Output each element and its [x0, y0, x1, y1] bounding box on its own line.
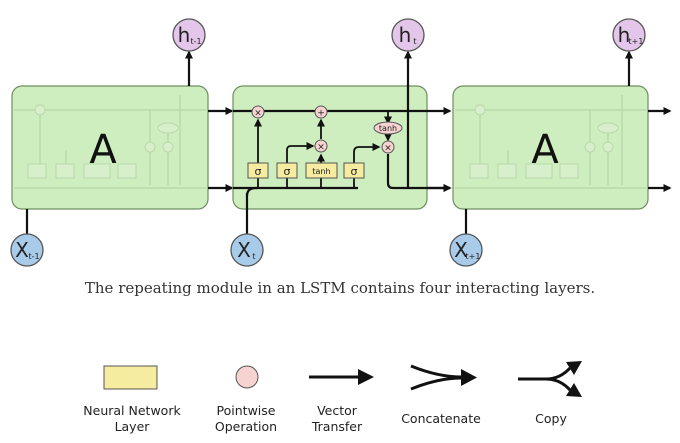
input-gate-arrow: [286, 142, 315, 163]
legend-concat-label: Concatenate: [401, 411, 481, 426]
legend-layer-swatch: [103, 365, 158, 390]
legend-vector-transfer: Vector Transfer: [309, 369, 374, 434]
legend-copy-arrowhead-lower: [566, 383, 582, 397]
tanh-op-label: tanh: [379, 124, 397, 133]
h-prev-main: h: [178, 23, 191, 47]
x-next: X t+1: [449, 233, 483, 267]
x-curr-main: X: [237, 238, 251, 262]
legend-vector-arrowhead: [358, 369, 374, 385]
legend-concat-arrowhead: [461, 369, 477, 386]
h-next-main: h: [618, 23, 631, 47]
output-mul-op: [381, 140, 395, 154]
legend-vector-label-line2: Transfer: [311, 419, 363, 434]
legend-neural-network-layer: Neural Network Layer: [83, 365, 181, 434]
left-cell-ghost-internals: [14, 95, 206, 189]
x-prev: X t-1: [10, 233, 44, 267]
output-mul-label: ×: [384, 144, 392, 154]
h-curr-sub: t: [413, 37, 416, 46]
cell-add-label: +: [317, 109, 325, 119]
legend-copy-upper: [518, 366, 572, 381]
sigma3-layer: [343, 162, 365, 179]
legend-concat-lower: [410, 376, 463, 391]
diagram-caption: The repeating module in an LSTM contains…: [85, 279, 595, 297]
tanh-op: [373, 121, 403, 135]
x-next-main: X: [454, 238, 468, 262]
forget-mul-label: ×: [254, 109, 262, 119]
x-prev-main: X: [15, 238, 29, 262]
h-curr: h t: [391, 18, 425, 52]
sigma1-layer: [247, 162, 269, 179]
sigma2-layer: [276, 162, 298, 179]
left-cell: A: [11, 50, 209, 234]
h-curr-main: h: [399, 23, 412, 47]
concat-bus: [245, 186, 358, 197]
legend-vector-label-line1: Vector: [317, 403, 358, 418]
legend-concatenate: Concatenate: [401, 364, 481, 426]
right-cell-label: A: [531, 127, 559, 173]
h-next: h t+1: [612, 18, 646, 52]
input-mul-op: [314, 139, 328, 153]
x-curr-sub: t: [252, 252, 255, 261]
legend-concat-upper: [410, 364, 463, 379]
legend-pointwise-label-line2: Operation: [215, 419, 277, 434]
hidden-output-arrow: [386, 154, 452, 192]
x-prev-sub: t-1: [28, 252, 39, 261]
output-gate-arrow: [353, 143, 381, 163]
tanh-layer: [305, 162, 338, 179]
legend-pointwise-label-line1: Pointwise: [217, 403, 276, 418]
cell-add-op: [314, 105, 328, 119]
h-prev: h t-1: [172, 18, 206, 52]
sigma1-label: σ: [255, 165, 262, 178]
legend-copy-lower: [545, 377, 572, 392]
right-cell: A: [452, 50, 672, 234]
legend-copy-label: Copy: [535, 411, 567, 426]
x-next-sub: t+1: [466, 252, 481, 261]
legend-copy: Copy: [518, 361, 582, 426]
sigma2-label: σ: [284, 165, 291, 178]
h-next-sub: t+1: [629, 37, 644, 46]
center-cell: σ σ tanh σ × + × tanh ×: [232, 50, 452, 234]
legend-layer-label-line2: Layer: [115, 419, 151, 434]
legend: Neural Network Layer Pointwise Operation…: [83, 361, 582, 434]
h-prev-sub: t-1: [190, 37, 201, 46]
left-cell-label: A: [89, 127, 117, 173]
legend-pointwise-operation: Pointwise Operation: [215, 365, 277, 434]
center-cell-box: [232, 85, 428, 210]
x-curr: X t: [230, 233, 264, 267]
right-cell-ghost-internals: [455, 95, 646, 189]
legend-layer-label-line1: Neural Network: [83, 403, 181, 418]
sigma3-label: σ: [351, 165, 358, 178]
legend-pointwise-swatch: [235, 365, 259, 389]
tanh-layer-label: tanh: [312, 167, 330, 176]
forget-mul-op: [251, 105, 265, 119]
legend-copy-arrowhead-upper: [566, 361, 582, 375]
input-mul-label: ×: [317, 143, 325, 153]
